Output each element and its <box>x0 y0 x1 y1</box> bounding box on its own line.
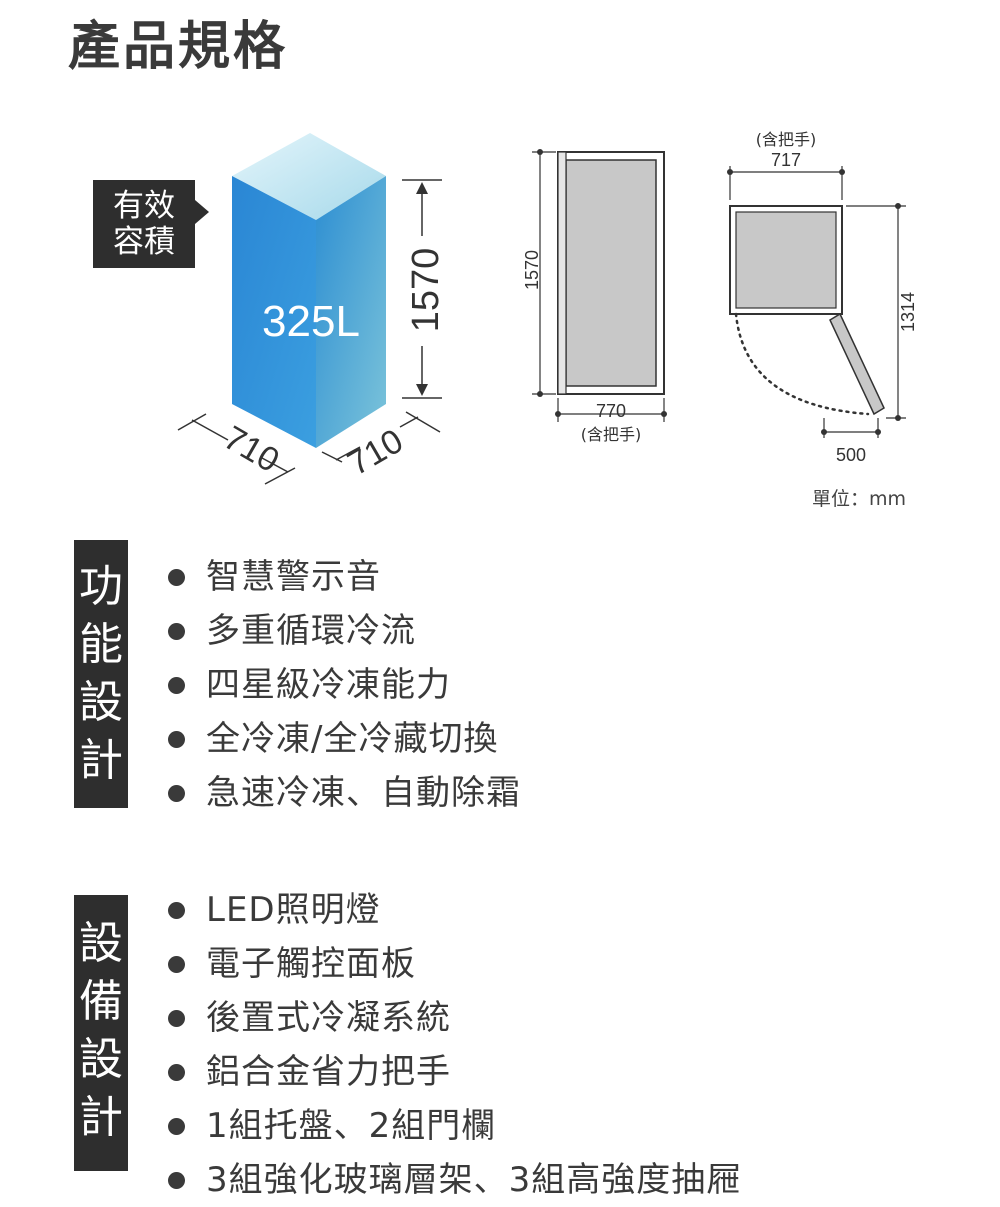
page-title: 產品規格 <box>68 17 289 77</box>
equipment-tag-char: 設 <box>79 1034 123 1085</box>
cube-top-face <box>232 133 386 220</box>
list-item: 1組托盤、2組門欄 <box>168 1099 741 1153</box>
function-tag-char: 功 <box>79 561 123 612</box>
list-item: 智慧警示音 <box>168 550 521 604</box>
cube-front-face <box>232 176 316 448</box>
top-view-drawing <box>727 166 906 438</box>
list-item: 後置式冷凝系統 <box>168 991 741 1045</box>
list-item: LED照明燈 <box>168 883 741 937</box>
cube-height-dimension <box>402 179 442 399</box>
cube-depth-label: 710 <box>341 422 409 483</box>
equipment-tag-char: 備 <box>79 976 123 1027</box>
capacity-label-line1: 有效 <box>113 188 175 224</box>
list-item: 四星級冷凍能力 <box>168 658 521 712</box>
top-depth-label: 1314 <box>898 292 918 332</box>
spec-diagram: 325L 1570 710 710 1570 770 (含把手) (含把手) 7… <box>177 130 918 485</box>
cube-width-label: 710 <box>217 419 285 480</box>
front-width-label: 770 <box>596 401 626 421</box>
list-item: 急速冷凍、自動除霜 <box>168 766 521 820</box>
capacity-tag: 有效 容積 <box>93 180 209 268</box>
front-width-note: (含把手) <box>581 425 642 444</box>
capacity-cube <box>232 133 386 448</box>
function-list: 智慧警示音 多重循環冷流 四星級冷凍能力 全冷凍/全冷藏切換 急速冷凍、自動除霜 <box>168 550 521 820</box>
equipment-list: LED照明燈 電子觸控面板 後置式冷凝系統 鋁合金省力把手 1組托盤、2組門欄 … <box>168 883 741 1207</box>
list-item: 3組強化玻璃層架、3組高強度抽屜 <box>168 1153 741 1207</box>
function-tag-char: 計 <box>79 735 123 786</box>
list-item: 全冷凍/全冷藏切換 <box>168 712 521 766</box>
unit-note: 單位：mm <box>812 488 907 510</box>
equipment-section-tag: 設 備 設 計 <box>74 895 128 1171</box>
cube-width-dimensions <box>177 411 441 485</box>
function-tag-char: 設 <box>79 677 123 728</box>
top-width-note: (含把手) <box>756 130 817 149</box>
front-height-label: 1570 <box>522 250 542 290</box>
capacity-label-line2: 容積 <box>113 224 175 260</box>
front-view-drawing <box>532 149 667 422</box>
equipment-tag-char: 設 <box>79 918 123 969</box>
capacity-value: 325L <box>262 297 360 346</box>
capacity-label: 有效 容積 <box>93 188 195 260</box>
function-tag-char: 能 <box>79 619 123 670</box>
function-section-tag: 功 能 設 計 <box>74 540 128 808</box>
list-item: 多重循環冷流 <box>168 604 521 658</box>
list-item: 電子觸控面板 <box>168 937 741 991</box>
list-item: 鋁合金省力把手 <box>168 1045 741 1099</box>
cube-side-face <box>316 176 386 448</box>
equipment-tag-char: 計 <box>79 1092 123 1143</box>
cube-height-label: 1570 <box>405 248 447 333</box>
handle-clearance-label: 500 <box>836 445 866 465</box>
top-width-label: 717 <box>771 150 801 170</box>
